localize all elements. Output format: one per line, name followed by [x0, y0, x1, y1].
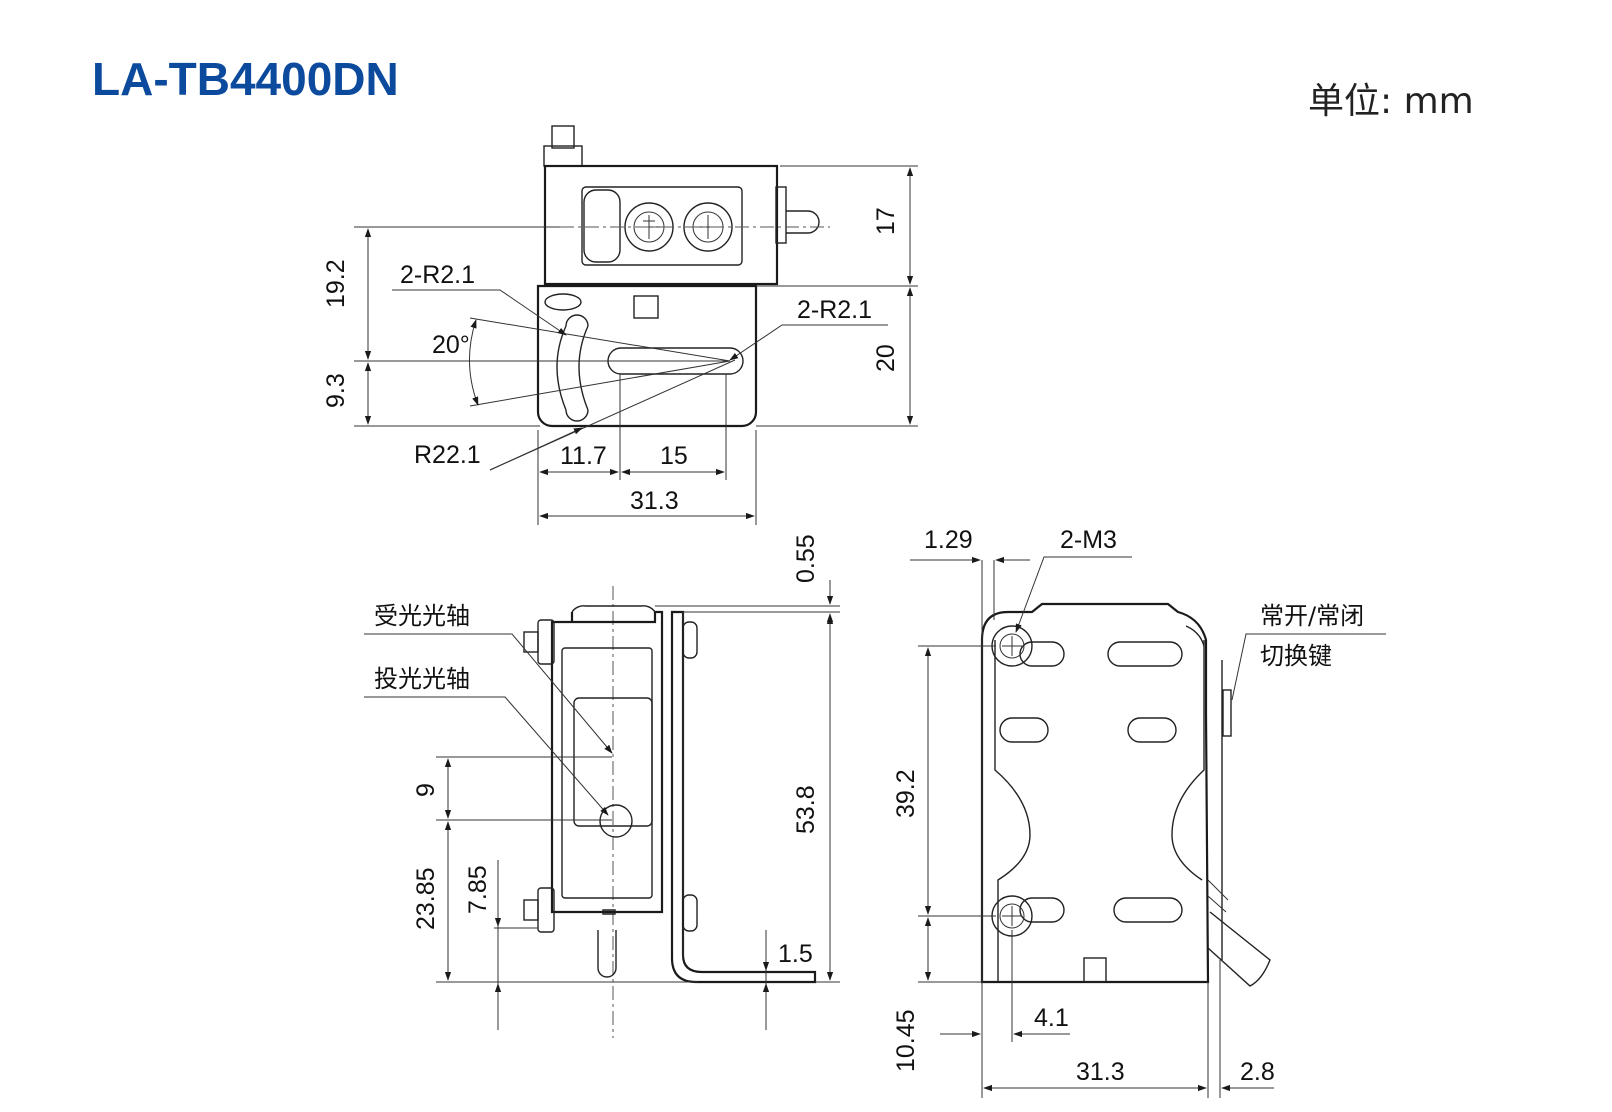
dim-39-2: 39.2: [892, 769, 920, 818]
top-view-tab: [633, 295, 659, 319]
dim-23-85: 23.85: [412, 867, 440, 930]
side-view-screw-top: [991, 625, 1033, 667]
label-switch-line1: 常开/常闭: [1260, 602, 1364, 630]
front-view-emitter-lens: [599, 804, 633, 838]
side-view-switch: [1222, 689, 1232, 737]
dim-15: 15: [660, 442, 688, 470]
label-switch-line2: 切换键: [1260, 642, 1332, 670]
dim-1-29: 1.29: [924, 526, 973, 554]
label-angle: 20°: [432, 331, 470, 359]
label-radius-left: 2-R2.1: [400, 261, 475, 289]
dim-4-1: 4.1: [1034, 1004, 1069, 1032]
label-receiver-axis: 受光光轴: [374, 602, 470, 630]
dim-19-2: 19.2: [322, 259, 350, 308]
label-emitter-axis: 投光光轴: [374, 665, 470, 693]
label-radius-right: 2-R2.1: [797, 296, 872, 324]
front-view-emitter-window: [573, 697, 653, 827]
top-view: 19.2 9.3 17 20 2-R2.1 2-R2.1 20° R22.1 1…: [322, 125, 918, 525]
top-view-side-knob: [786, 210, 820, 234]
dim-0-55: 0.55: [792, 534, 820, 583]
top-view-indicator: [583, 189, 621, 263]
dim-1-5: 1.5: [778, 940, 813, 968]
dim-20: 20: [872, 344, 900, 372]
label-r22-1: R22.1: [414, 441, 481, 469]
dim-9-3: 9.3: [322, 373, 350, 408]
top-view-straight-slot: [607, 347, 744, 375]
front-view-receiver-window: [561, 647, 653, 899]
label-screws: 2-M3: [1060, 526, 1117, 554]
top-view-arc-slot: [556, 314, 589, 422]
dim-31-3-side: 31.3: [1076, 1058, 1125, 1086]
front-view-bracket-plate: [670, 610, 817, 984]
dim-2-8: 2.8: [1240, 1058, 1275, 1086]
side-view-cable: [1207, 911, 1271, 987]
dim-31-3-top: 31.3: [630, 487, 679, 515]
top-view-nut-base: [543, 145, 583, 167]
side-view-bracket-plate: [980, 602, 1210, 984]
top-view-nut: [551, 125, 575, 149]
unit-label: 单位: mm: [1308, 81, 1474, 122]
side-view: 1.29 2-M3 常开/常闭 切换键 39.2 10.45 4.1 31.3 …: [892, 526, 1386, 1098]
dim-7-85: 7.85: [464, 865, 492, 914]
top-view-side-connector: [775, 186, 787, 244]
page-title: LA-TB4400DN: [92, 53, 399, 105]
front-view: 受光光轴 投光光轴 0.55 53.8 9 23.85 7.85 1.5: [364, 534, 840, 1038]
top-view-bracket: [536, 284, 758, 428]
dim-10-45: 10.45: [892, 1009, 920, 1072]
dim-17: 17: [872, 207, 900, 235]
top-view-sensor-body: [543, 164, 779, 286]
dim-9: 9: [412, 783, 440, 797]
top-view-lens-window: [581, 186, 743, 266]
dim-11-7: 11.7: [560, 442, 607, 470]
dim-53-8: 53.8: [792, 785, 820, 834]
front-view-sensor-body: [550, 610, 664, 914]
